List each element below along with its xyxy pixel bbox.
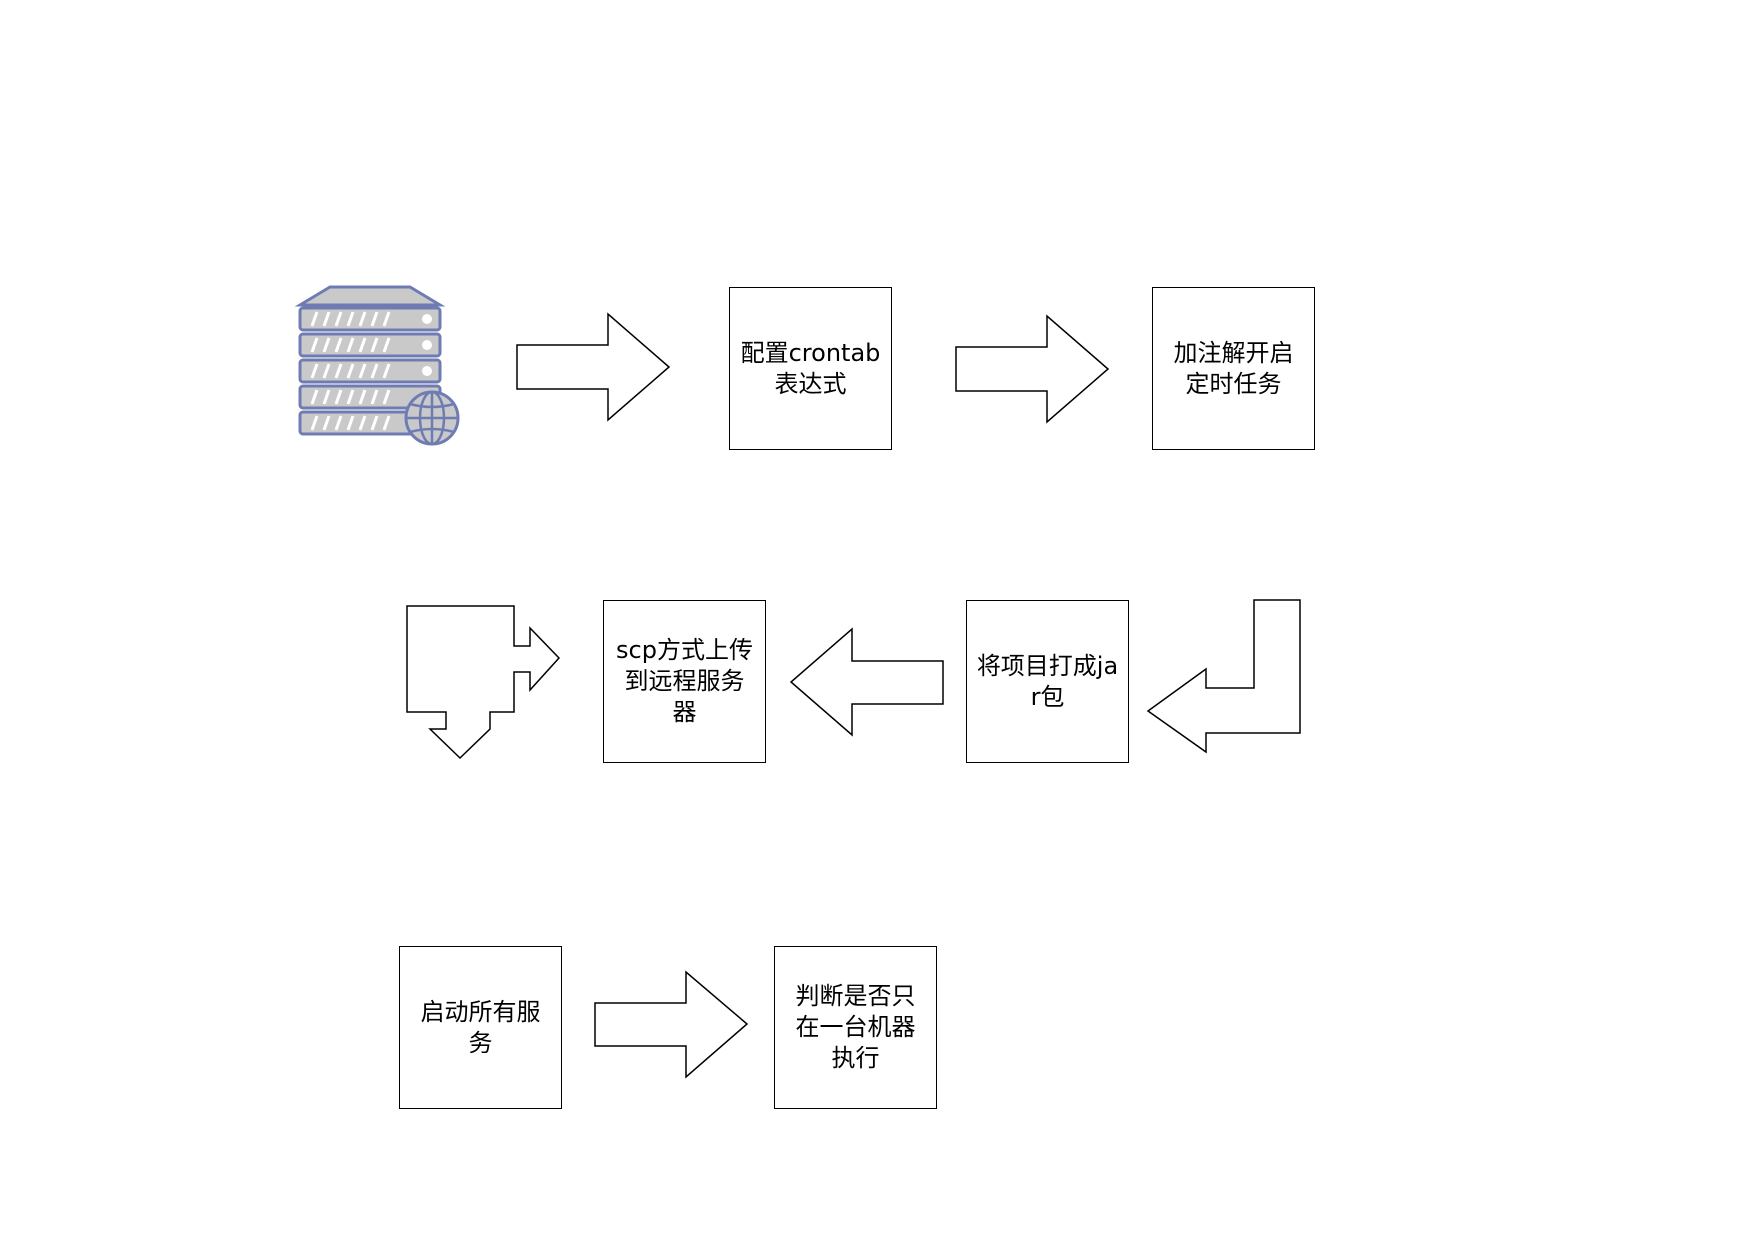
arrow-bend-left [1146,599,1301,754]
node-label: 将项目打成jar包 [976,651,1119,711]
arrow-right-3 [594,970,749,1079]
node-package-jar: 将项目打成jar包 [966,600,1129,763]
arrow-right-2 [955,314,1110,424]
server-with-globe-icon [294,285,460,446]
node-label: 加注解开启定时任务 [1173,338,1294,398]
node-start-services: 启动所有服务 [399,946,562,1109]
arrow-split-right-down [406,605,561,760]
node-check-single-machine: 判断是否只在一台机器执行 [774,946,937,1109]
node-scp-upload: scp方式上传到远程服务器 [603,600,766,763]
arrow-right-1 [516,312,671,422]
node-label: 启动所有服务 [420,997,541,1057]
node-configure-crontab: 配置crontab表达式 [729,287,892,450]
node-annotate-scheduled-task: 加注解开启定时任务 [1152,287,1315,450]
arrow-left [789,627,944,737]
node-label: 配置crontab表达式 [740,338,881,398]
node-label: scp方式上传到远程服务器 [616,636,753,726]
node-label: 判断是否只在一台机器执行 [795,982,916,1072]
